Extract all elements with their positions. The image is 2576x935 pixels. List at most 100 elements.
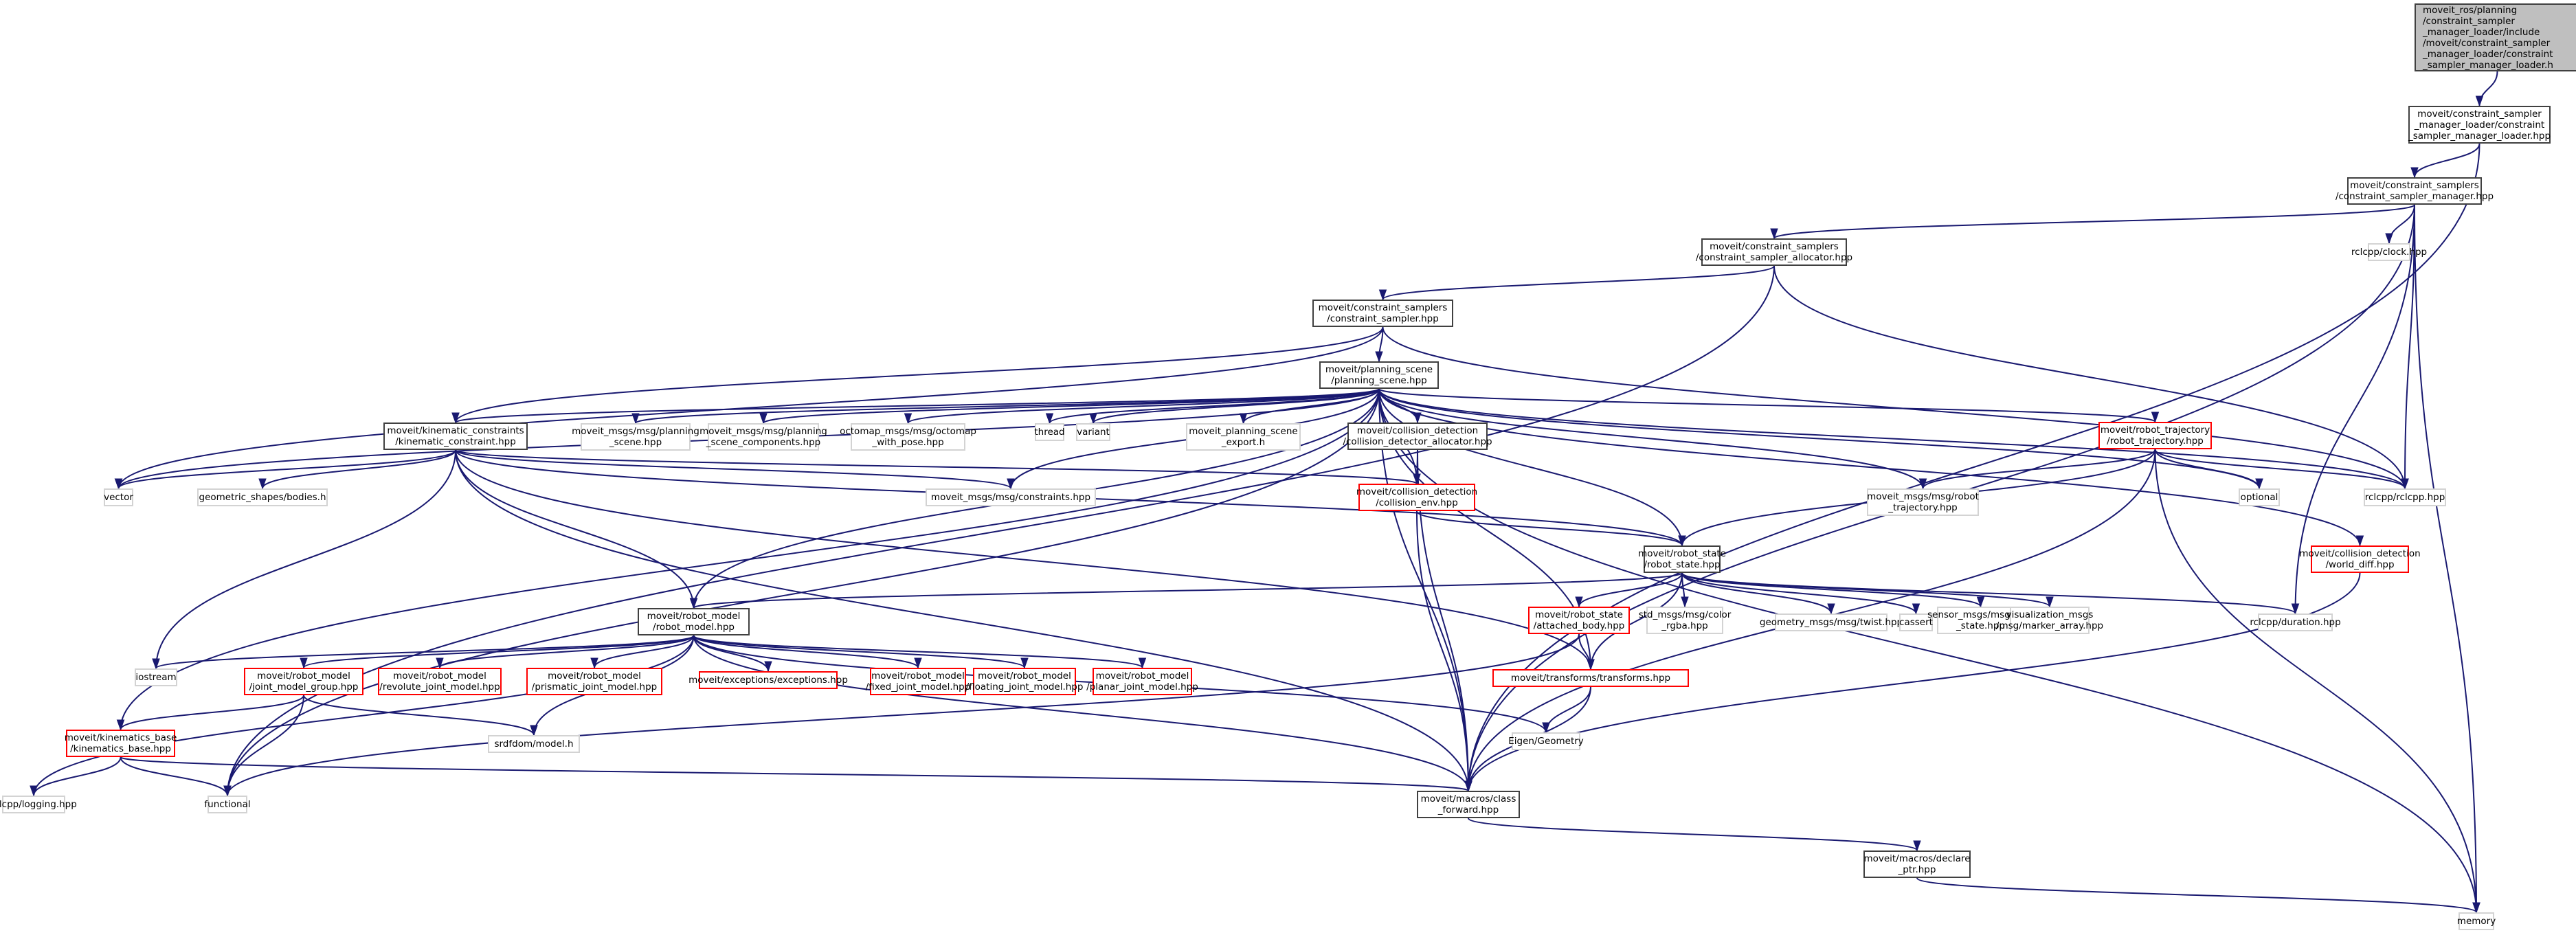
- graph-node-rjm[interactable]: moveit/robot_model /revolute_joint_model…: [378, 668, 502, 695]
- arrowhead-dp-to-memory: [2472, 902, 2480, 914]
- arrowhead-tf-to-cf: [1464, 780, 1472, 792]
- graph-node-fjm[interactable]: moveit/robot_model /fixed_joint_model.hp…: [866, 668, 970, 695]
- graph-node-csm[interactable]: moveit/constraint_samplers /constraint_s…: [2336, 177, 2494, 205]
- graph-node-wdiff[interactable]: moveit/collision_detection /world_diff.h…: [2299, 545, 2421, 573]
- graph-node-rs[interactable]: moveit/robot_state /robot_state.hpp: [1638, 545, 1726, 573]
- arrowhead-rs-to-marker: [2046, 596, 2054, 608]
- edge-cs-to-kc: [455, 326, 1384, 423]
- edge-rs-to-tf: [1590, 572, 1683, 670]
- arrowhead-rs-to-rm: [689, 598, 698, 609]
- arrowhead-rt-to-rs: [1678, 535, 1686, 547]
- arrowhead-cf-to-dp: [1913, 840, 1921, 852]
- graph-node-twist[interactable]: geometry_msgs/msg/twist.hpp: [1760, 613, 1903, 631]
- graph-node-cenv[interactable]: moveit/collision_detection /collision_en…: [1356, 484, 1477, 511]
- graph-node-pjm[interactable]: moveit/robot_model /prismatic_joint_mode…: [526, 668, 662, 695]
- arrowhead-rt-to-mm_rt: [1918, 478, 1927, 490]
- edge-tf-to-eigen: [1545, 686, 1591, 733]
- edge-rs-to-ab: [1578, 572, 1683, 607]
- arrowhead-kc-to-vector: [114, 478, 123, 490]
- arrowhead-csa-to-cs: [1378, 289, 1387, 301]
- arrowhead-kc-to-constraints: [1007, 478, 1015, 490]
- graph-node-mm_rt[interactable]: moveit_msgs/msg/robot _trajectory.hpp: [1867, 488, 1979, 516]
- edge-csa-to-cs: [1382, 265, 1775, 300]
- edge-rt-to-memory: [2154, 449, 2477, 913]
- edge-kb-to-functional: [120, 756, 228, 796]
- edge-kb-to-logging: [33, 756, 122, 796]
- graph-node-functional[interactable]: functional: [204, 796, 251, 813]
- graph-node-csml[interactable]: moveit/constraint_sampler _manager_loade…: [2408, 106, 2551, 144]
- graph-node-jmg[interactable]: moveit/robot_model /joint_model_group.hp…: [244, 668, 363, 695]
- arrowhead-tf-to-eigen: [1542, 722, 1550, 734]
- arrowhead-rs-to-cassert: [1912, 603, 1920, 615]
- graph-node-bodies[interactable]: geometric_shapes/bodies.h: [197, 488, 328, 506]
- edge-kc-to-cf: [455, 449, 1469, 791]
- edge-ps-to-kb: [120, 388, 1380, 730]
- edge-csm-to-rclcpp: [2404, 204, 2415, 489]
- graph-node-memory[interactable]: memory: [2457, 912, 2496, 930]
- graph-node-variant[interactable]: variant: [1076, 423, 1110, 441]
- graph-node-eigen[interactable]: Eigen/Geometry: [1508, 732, 1584, 750]
- graph-node-pse[interactable]: moveit_planning_scene _export.h: [1186, 423, 1301, 451]
- graph-node-tf[interactable]: moveit/transforms/transforms.hpp: [1492, 669, 1689, 687]
- edge-rm-to-logging: [33, 635, 695, 796]
- edge-root-to-csml: [2478, 71, 2498, 106]
- graph-node-mm_ps[interactable]: moveit_msgs/msg/planning _scene.hpp: [572, 423, 699, 451]
- graph-node-exc[interactable]: moveit/exceptions/exceptions.hpp: [688, 671, 848, 689]
- graph-node-iostream[interactable]: iostream: [135, 668, 177, 686]
- edge-csm-to-memory: [2414, 204, 2477, 913]
- graph-node-rm[interactable]: moveit/robot_model /robot_model.hpp: [638, 608, 750, 635]
- edge-rm-to-plm: [693, 635, 1143, 668]
- edge-ps-to-wdiff: [1378, 388, 2361, 546]
- graph-node-dp[interactable]: moveit/macros/declare _ptr.hpp: [1863, 850, 1971, 878]
- graph-node-duration[interactable]: rclcpp/duration.hpp: [2250, 613, 2341, 631]
- graph-node-cda[interactable]: moveit/collision_detection /collision_de…: [1343, 423, 1492, 450]
- graph-node-mm_psc[interactable]: moveit_msgs/msg/planning _scene_componen…: [699, 423, 827, 451]
- graph-node-vector[interactable]: vector: [104, 488, 133, 506]
- edge-rt-to-rclcpp: [2154, 449, 2406, 489]
- graph-node-root[interactable]: moveit_ros/planning /constraint_sampler …: [2415, 3, 2576, 71]
- graph-node-cs[interactable]: moveit/constraint_samplers /constraint_s…: [1312, 300, 1453, 327]
- arrowhead-kc-to-bodies: [258, 478, 267, 490]
- edge-csm-to-duration: [2294, 204, 2415, 614]
- graph-node-ab[interactable]: moveit/robot_state /attached_body.hpp: [1528, 607, 1630, 634]
- graph-node-logging[interactable]: rclcpp/logging.hpp: [0, 796, 77, 813]
- graph-node-rclcpp[interactable]: rclcpp/rclcpp.hpp: [2364, 488, 2446, 506]
- graph-node-optional[interactable]: optional: [2239, 488, 2280, 506]
- graph-node-ps[interactable]: moveit/planning_scene /planning_scene.hp…: [1319, 361, 1439, 389]
- graph-node-color[interactable]: std_msgs/msg/color _rgba.hpp: [1639, 607, 1731, 634]
- graph-node-marker[interactable]: visualization_msgs /msg/marker_array.hpp: [1996, 607, 2103, 634]
- graph-node-flm[interactable]: moveit/robot_model /floating_joint_model…: [966, 668, 1083, 695]
- edge-rm-to-flm: [693, 635, 1025, 668]
- graph-node-cassert[interactable]: cassert: [1899, 613, 1933, 631]
- arrowhead-ps-to-octo: [904, 413, 912, 425]
- graph-node-kc[interactable]: moveit/kinematic_constraints /kinematic_…: [383, 423, 528, 450]
- arrowhead-ab-to-tf: [1587, 659, 1595, 671]
- graph-node-cf[interactable]: moveit/macros/class _forward.hpp: [1417, 791, 1520, 818]
- arrowhead-cs-to-ps: [1375, 351, 1383, 363]
- arrowhead-rm-to-fjm: [914, 657, 922, 669]
- graph-node-kb[interactable]: moveit/kinematics_base /kinematics_base.…: [65, 730, 177, 757]
- graph-node-clock[interactable]: rclcpp/clock.hpp: [2351, 243, 2427, 261]
- arrowhead-csml-to-csm: [2410, 167, 2419, 179]
- arrowhead-ps-to-kc: [451, 412, 460, 424]
- edge-cf-to-dp: [1468, 818, 1918, 851]
- graph-node-srdf[interactable]: srdfdom/model.h: [488, 735, 580, 753]
- arrowhead-rs-to-color: [1681, 596, 1689, 608]
- edge-rs-to-joint: [1681, 572, 1982, 607]
- graph-node-joint[interactable]: sensor_msgs/msg/joint _state.hpp: [1927, 607, 2034, 634]
- arrowhead-rm-to-flm: [1020, 657, 1029, 669]
- arrowhead-rs-to-duration: [2291, 603, 2300, 615]
- graph-node-csa[interactable]: moveit/constraint_samplers /constraint_s…: [1696, 238, 1852, 266]
- graph-node-thread[interactable]: thread: [1034, 423, 1065, 441]
- arrowhead-ps-to-mm_ps: [631, 413, 640, 425]
- edge-cenv-to-rs: [1416, 510, 1683, 546]
- graph-node-octo[interactable]: octomap_msgs/msg/octomap _with_pose.hpp: [840, 423, 976, 451]
- graph-node-constraints[interactable]: moveit_msgs/msg/constraints.hpp: [926, 488, 1096, 506]
- graph-node-rt[interactable]: moveit/robot_trajectory /robot_trajector…: [2098, 422, 2212, 449]
- arrowhead-kb-to-functional: [223, 785, 232, 797]
- graph-node-plm[interactable]: moveit/robot_model /planar_joint_model.h…: [1086, 668, 1198, 695]
- edge-jmg-to-functional: [227, 695, 304, 796]
- edge-kc-to-cenv: [455, 449, 1418, 484]
- edge-rt-to-optional: [2154, 449, 2260, 489]
